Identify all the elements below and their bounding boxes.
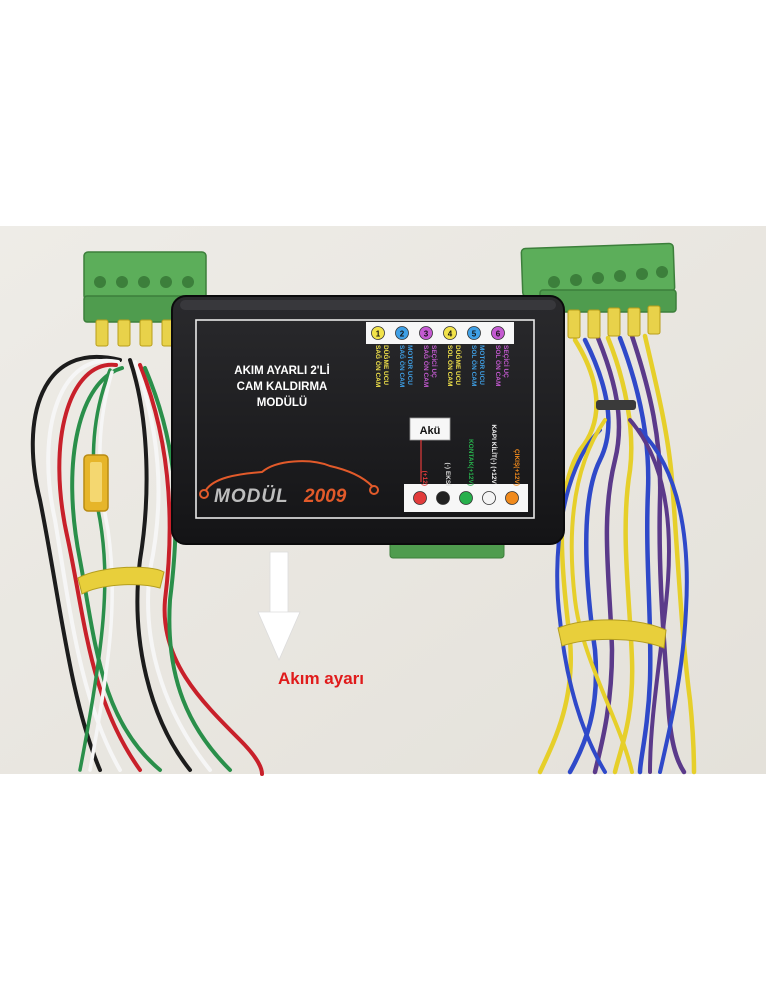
bottom-pin-dot — [482, 491, 496, 505]
top-pin-dot — [443, 326, 457, 340]
bottom-pin-2: (-) EKSİ — [436, 463, 452, 505]
bottom-pin-dot — [505, 491, 519, 505]
bottom-pin-5: ÇIKIŞ(+12V) — [505, 449, 520, 505]
top-pin-dot — [491, 326, 505, 340]
brand-logo: MODÜL 2009 — [199, 460, 379, 507]
bottom-pin-row: (+12) (-) EKSİ KONTAK(+12V) KAPI KİLİT(-) (… — [413, 424, 520, 505]
top-pin-label-line-1: SAĞ ÖN CAM — [374, 345, 383, 387]
bottom-pin-label: KONTAK(+12V) — [467, 439, 474, 486]
blade-fuse — [83, 454, 109, 512]
top-pin-label-line-1: SAĞ ÖN CAM — [422, 345, 431, 387]
top-pin-number: 5 — [472, 330, 477, 339]
car-silhouette-icon — [205, 460, 373, 491]
bottom-pin-label: KAPI KİLİT(-) (+12V) — [490, 424, 498, 486]
current-adjust-label: Akım ayarı — [278, 669, 364, 688]
label-frame — [195, 319, 535, 519]
top-pin-label-line-2: MOTOR UCU — [406, 345, 413, 385]
top-pin-label-line-2: DÜĞME UCU — [454, 345, 463, 385]
right-terminal-block — [520, 242, 677, 339]
battery-box: Akü — [409, 417, 451, 482]
top-pin-label-line-1: SOL ÖN CAM — [446, 345, 455, 386]
top-pin-label-line-1: SAĞ ÖN CAM — [398, 345, 407, 387]
top-pin-dot — [419, 326, 433, 340]
bottom-pin-1: (+12) — [413, 471, 428, 505]
top-pin-dot — [395, 326, 409, 340]
title-line-2: CAM KALDIRMA — [237, 381, 328, 393]
top-pin-number: 2 — [400, 330, 405, 339]
brand-name: MODÜL — [214, 486, 289, 507]
top-pin-dot — [467, 326, 481, 340]
left-cable-tie — [77, 566, 165, 595]
brand-year: 2009 — [303, 486, 347, 507]
top-pin-label-line-1: SOL ÖN CAM — [494, 345, 503, 386]
left-terminal-block — [83, 251, 207, 347]
bottom-pin-dot — [413, 491, 427, 505]
top-pin-label-line-1: SOL ÖN CAM — [470, 345, 479, 386]
top-pin-number: 6 — [496, 330, 501, 339]
title-line-1: AKIM AYARLI 2'Lİ — [234, 364, 329, 377]
top-pin-number: 4 — [448, 330, 453, 339]
bottom-pin-dot — [459, 491, 473, 505]
top-pin-dot — [371, 326, 385, 340]
bottom-pin-label: (-) EKSİ — [444, 463, 452, 487]
top-pin-label-line-2: DÜĞME UCU — [382, 345, 391, 385]
top-pin-label-line-2: SEÇİCİ UÇ — [502, 345, 510, 378]
module-box — [171, 295, 565, 559]
top-pin-label-line-2: SEÇİCİ UÇ — [430, 345, 438, 378]
right-top-tie — [596, 400, 636, 410]
top-pin-label-line-2: MOTOR UCU — [478, 345, 485, 385]
bottom-pin-dot — [436, 491, 450, 505]
module-title: AKIM AYARLI 2'Lİ CAM KALDIRMA MODÜLÜ — [234, 364, 329, 409]
right-cable-tie — [557, 619, 667, 649]
top-pin-number: 3 — [424, 330, 429, 339]
title-line-3: MODÜLÜ — [257, 396, 307, 409]
bottom-pin-3: KONTAK(+12V) — [459, 439, 474, 505]
current-adjust-arrow — [257, 551, 301, 661]
bottom-pin-label: (+12) — [421, 471, 428, 486]
battery-label: Akü — [420, 425, 441, 437]
top-pin-number: 1 — [376, 330, 381, 339]
bottom-pin-label: ÇIKIŞ(+12V) — [513, 449, 520, 486]
bottom-pin-4: KAPI KİLİT(-) (+12V) — [482, 424, 498, 505]
